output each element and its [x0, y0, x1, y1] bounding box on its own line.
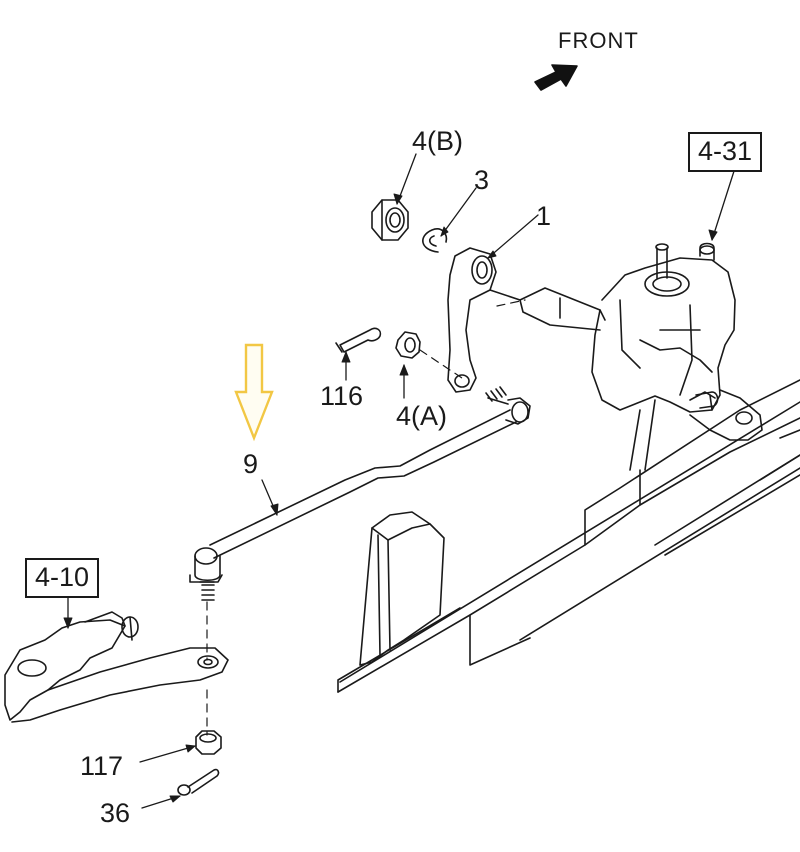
crossmember-bracket	[359, 511, 445, 666]
pitman-arm	[447, 247, 521, 393]
cotter-pin-116	[335, 327, 382, 353]
part-label-36: 36	[100, 798, 131, 828]
assembly-centerlines	[206, 299, 526, 736]
frame-rail	[337, 379, 800, 693]
cotter-pin-36	[177, 768, 220, 796]
nut-4b	[371, 199, 409, 241]
drag-rod	[189, 386, 531, 601]
nut-117	[195, 730, 222, 755]
part-label-3: 3	[474, 165, 490, 195]
highlight-arrow-icon	[234, 343, 274, 442]
part-label-117: 117	[80, 751, 124, 781]
part-label-4a: 4(A)	[396, 401, 448, 431]
washer-3	[422, 228, 448, 253]
leader-arrowheads	[63, 193, 718, 803]
part-label-9: 9	[243, 449, 259, 479]
leader-lines	[67, 153, 736, 809]
nut-4a	[395, 331, 421, 359]
steering-gear-box	[519, 242, 763, 471]
part-label-116: 116	[320, 381, 364, 411]
front-label: FRONT	[558, 28, 639, 53]
idler-arm	[4, 611, 229, 723]
reference-box-4-10: 4-10	[25, 558, 100, 598]
front-arrow-icon	[534, 64, 578, 91]
part-label-1: 1	[536, 201, 552, 231]
reference-box-4-31: 4-31	[688, 132, 763, 172]
part-label-4b: 4(B)	[412, 126, 464, 156]
